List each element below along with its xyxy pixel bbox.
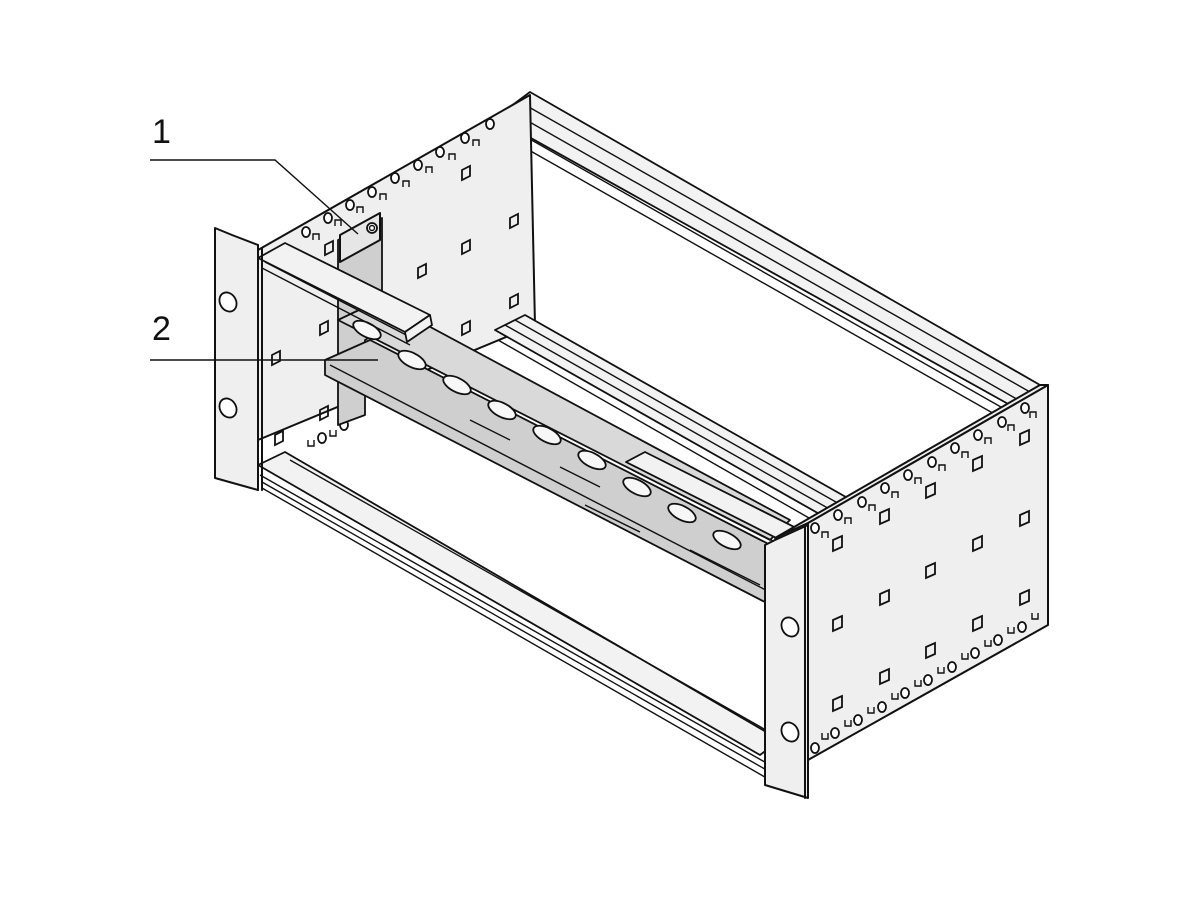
mounting-bracket [339, 212, 381, 263]
right-side-panel [774, 384, 1049, 761]
lower-front-rail [257, 451, 781, 781]
callout-label-1: 1 [152, 113, 171, 151]
din-rail [324, 217, 831, 616]
callout-label-2: 2 [152, 310, 171, 348]
right-panel-top-holes [810, 402, 1037, 538]
right-panel-square-holes [832, 428, 1030, 713]
left-panel-square-holes [271, 164, 519, 447]
right-front-flange [764, 524, 809, 799]
left-front-flange [214, 227, 263, 491]
callout-1-leader [150, 159, 359, 235]
left-panel-top-holes [301, 118, 495, 240]
front-upper-rail [257, 242, 433, 346]
right-panel-bottom-holes [810, 613, 1039, 754]
din-rail-slots [352, 319, 742, 551]
